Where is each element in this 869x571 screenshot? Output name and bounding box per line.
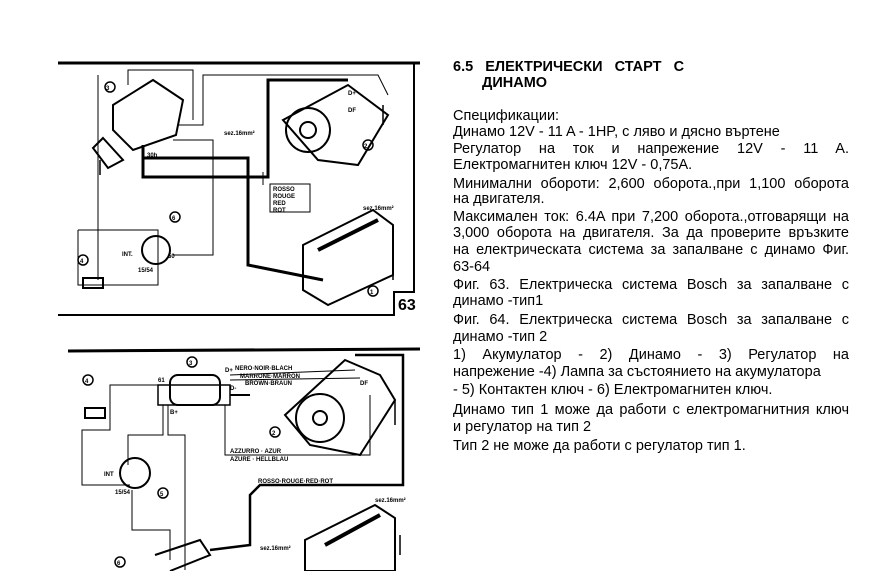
- terminal-d-plus: D+: [348, 91, 356, 97]
- body-line: на електрическата система за запалване с…: [453, 242, 849, 258]
- terminal-30h: 30h: [147, 153, 158, 159]
- callout-5: 5: [160, 492, 164, 498]
- wire-label-black: NERO·NOIR·BLACH: [235, 366, 292, 372]
- terminal-df: DF: [360, 381, 368, 387]
- wire-label-blue-1: AZZURRO · AZUR: [230, 449, 282, 455]
- terminal-15-54: 15/54: [138, 268, 154, 274]
- terminal-int: INT: [104, 472, 114, 478]
- section-label: sez.16mm²: [260, 545, 291, 552]
- wire-label-blue-2: AZURE · HELLBLAU: [230, 457, 288, 463]
- wire-label-rot: ROT: [273, 208, 286, 214]
- body-line: 3,000 оборота на двигателя. За да провер…: [453, 225, 849, 241]
- wire-label-red: ROSSO·ROUGE·RED·ROT: [258, 479, 333, 485]
- section-heading: 6.5 ЕЛЕКТРИЧЕСКИ СТАРТ С: [453, 59, 684, 75]
- terminal-int: INT.: [122, 252, 133, 258]
- terminal-d-plus: D+: [225, 368, 233, 374]
- section-number: 6.5: [453, 59, 474, 75]
- callout-4: 4: [85, 379, 89, 385]
- wire-label-rouge: ROUGE: [273, 194, 295, 200]
- body-line: Регулатор на ток и напрежение 12V - 11 A…: [453, 141, 849, 157]
- wire-label-brown-1: MARRONE·MARRON: [240, 374, 300, 380]
- terminal-50: 50: [168, 254, 175, 260]
- callout-6: 6: [172, 216, 176, 222]
- body-line: динамо -тип 2: [453, 329, 548, 345]
- figure-64-wiring-diagram: 3 4 5 2 6 D+ DF INT 15/54 61 B+ D- NERO·…: [60, 340, 420, 571]
- figure-number: 63: [398, 297, 416, 314]
- callout-2: 2: [364, 144, 368, 150]
- terminal-b-plus: B+: [170, 410, 178, 416]
- body-line: динамо -тип1: [453, 293, 544, 309]
- body-line: - 5) Контактен ключ - 6) Електромагнитен…: [453, 382, 773, 398]
- wire-label-rosso: ROSSO: [273, 187, 295, 193]
- body-line: Електромагнитен ключ 12V - 0,75A.: [453, 157, 693, 173]
- body-line: Динамо 12V - 11 A - 1HP, с ляво и дясно …: [453, 124, 780, 140]
- callout-3: 3: [106, 86, 110, 92]
- terminal-15-54: 15/54: [115, 490, 131, 496]
- body-line: 63-64: [453, 259, 491, 275]
- section-title-line2: ДИНАМО: [482, 75, 548, 91]
- body-line: Минимални обороти: 2,600 оборота.,при 1,…: [453, 176, 849, 192]
- section-label-battery: sez.16mm²: [363, 205, 394, 212]
- body-line: на двигателя.: [453, 191, 545, 207]
- section-title-line1: ЕЛЕКТРИЧЕСКИ СТАРТ С: [485, 59, 685, 75]
- wire-label-red: RED: [273, 201, 286, 207]
- body-line: Максимален ток: 6.4A при 7,200 оборота.,…: [453, 209, 849, 225]
- terminal-d-minus: D-: [230, 386, 236, 392]
- callout-2: 2: [272, 431, 276, 437]
- wire-label-brown-2: BROWN·BRAUN: [245, 381, 292, 387]
- terminal-df: DF: [348, 108, 356, 114]
- callout-3: 3: [189, 361, 193, 367]
- section-label-battery: sez.16mm²: [375, 497, 406, 504]
- body-line: напрежение -4) Лампа за състоянието на а…: [453, 364, 821, 380]
- body-line: Фиг. 64. Електрическа система Bosch за з…: [453, 312, 849, 328]
- callout-4: 4: [80, 259, 84, 265]
- body-line: Фиг. 63. Електрическа система Bosch за з…: [453, 277, 849, 293]
- body-line: Тип 2 не може да работи с регулатор тип …: [453, 438, 746, 454]
- figure-63-wiring-diagram: 3 2 6 4 1 30h INT. 50 15/54 D+ DF sez.16…: [58, 60, 428, 320]
- body-line: Спецификации:: [453, 108, 560, 124]
- body-line: 1) Акумулатор - 2) Динамо - 3) Регулатор…: [453, 347, 849, 363]
- callout-1: 1: [370, 290, 374, 296]
- terminal-61: 61: [158, 378, 165, 384]
- body-line: Динамо тип 1 може да работи с електромаг…: [453, 402, 849, 418]
- callout-6: 6: [117, 561, 121, 567]
- section-label: sez.16mm²: [224, 130, 255, 137]
- body-line: и регулатор на тип 2: [453, 419, 592, 435]
